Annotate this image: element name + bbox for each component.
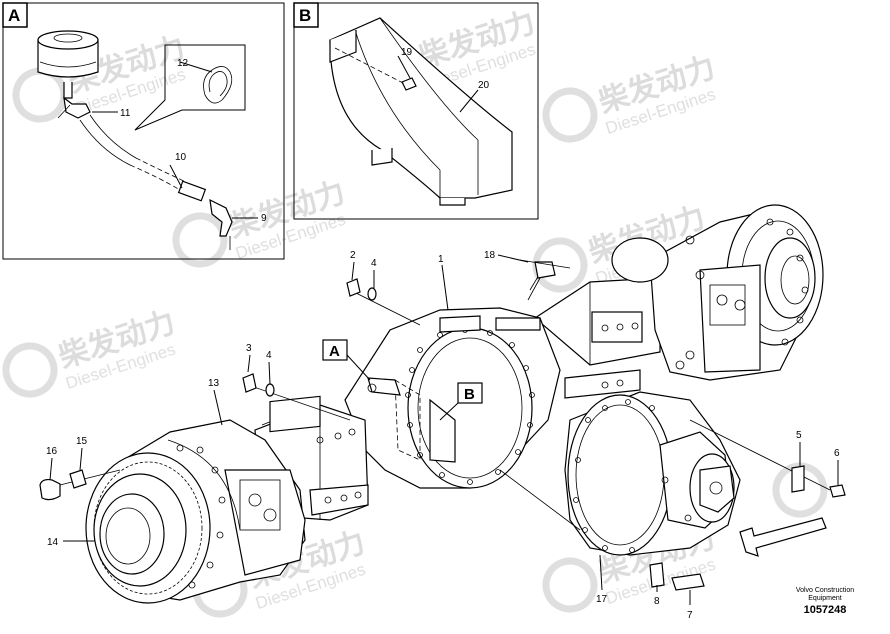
drawing-footer: Volvo Construction Equipment 1057248 [796,587,854,616]
left-wheel-hub [85,419,306,604]
callout-15: 15 [76,436,88,447]
callout-5: 5 [796,430,802,441]
plate-5 [791,465,805,493]
bolt-3 [242,373,257,393]
inset-a: A 12 1 [2,2,285,260]
callout-10: 10 [175,152,187,163]
callout-13: 13 [208,378,220,389]
watermark-3: 柴发动力 Diesel-Engines [542,51,719,143]
callout-17: 17 [596,594,608,605]
callout-4-lower: 4 [266,350,272,361]
plug-15 [69,469,87,489]
callout-18: 18 [484,250,496,261]
callout-12: 12 [177,58,189,69]
callout-19: 19 [401,47,413,58]
callout-11: 11 [120,108,131,119]
callout-4-upper: 4 [371,258,377,269]
watermark-10 [772,462,828,518]
washer-4-lower [265,383,275,397]
plug-16 [39,478,61,501]
bolt-2 [346,278,361,297]
guard-plate-20 [329,17,513,206]
leader-5-6 [689,419,831,491]
leader-3-4 [247,384,351,421]
watermark-logo [542,557,598,613]
right-axle-arm [534,277,661,399]
leader-diff-housing [499,469,581,531]
bolt-7 [671,573,705,591]
hose-clamp-12 [203,66,233,104]
watermark-6: 柴发动力 Diesel-Engines [2,306,179,398]
inset-a-label: A [8,6,20,25]
inset-b-frame [293,2,539,220]
forward-direction-arrow [739,517,827,557]
bolt-19 [334,47,417,91]
callout-9: 9 [261,213,267,224]
callout-20: 20 [478,80,490,91]
watermark-logo [12,67,68,123]
elbow-fitting-11 [63,96,91,119]
callout-6: 6 [834,448,840,459]
breather-canister [37,30,99,99]
callout-16: 16 [46,446,58,457]
clamp-detail-balloon [134,44,246,131]
drive-flange [699,465,735,513]
callout-3: 3 [246,343,252,354]
breather-hose [79,114,207,202]
inset-b-label: B [299,6,311,25]
right-wheel-hub [611,204,824,381]
sleeve-8 [649,562,665,588]
inset-b: B 19 20 [293,2,539,220]
watermark-logo [2,342,58,398]
callout-14: 14 [47,537,59,548]
callout-8: 8 [654,596,660,607]
bolt-6 [829,484,846,498]
view-marker-a: A [329,343,340,360]
axle-center-housing [344,307,561,489]
inset-b-label-box [293,2,319,28]
callout-2: 2 [350,250,356,261]
view-marker-b: B [464,386,475,403]
axle-assembly: A B 1 2 4 3 4 13 15 16 14 17 8 7 5 6 [39,204,846,621]
sensor-18 [534,261,556,279]
watermark-logo [772,462,828,518]
differential-carrier-17 [564,391,741,556]
inset-a-label-box [2,2,28,28]
view-marker-b-box [457,382,483,404]
breather-position-a [367,377,401,396]
callout-1: 1 [438,254,444,265]
washer-4-upper [367,287,377,301]
leader-2-4 [349,289,421,326]
footer-company-line2: Equipment [808,595,842,602]
inset-a-frame [2,2,285,260]
callout-7: 7 [687,610,693,621]
watermark-logo [542,87,598,143]
end-fitting-9 [209,198,233,237]
view-marker-a-box [322,339,348,361]
drawing-number: 1057248 [804,604,847,616]
footer-company-line1: Volvo Construction [796,587,854,594]
